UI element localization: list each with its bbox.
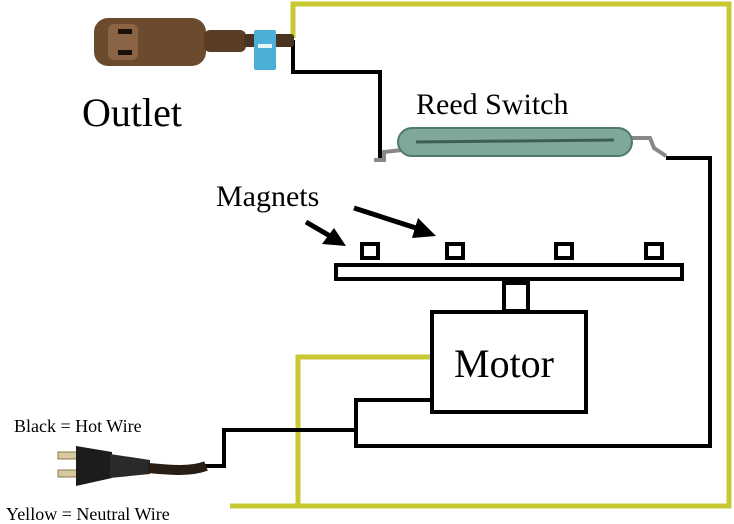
hot-wire-outlet-to-switch: [291, 40, 382, 160]
motor-shaft: [502, 281, 530, 313]
reed-switch-contacts: [415, 138, 615, 144]
reed-switch-right-lead: [628, 136, 668, 158]
plug-body: [76, 446, 112, 486]
plug-strain-relief: [110, 454, 150, 478]
magnet-3: [554, 242, 574, 260]
reed-switch-left-lead: [374, 148, 403, 162]
arrow-left-shaft: [304, 219, 332, 239]
arrow-right-head: [412, 218, 436, 238]
black-wire-legend: Black = Hot Wire: [14, 416, 142, 436]
reed-switch-label: Reed Switch: [416, 88, 568, 121]
arrow-right-shaft: [353, 205, 417, 231]
plug-prong-top: [57, 451, 79, 460]
hot-wire-plug-lead: [205, 428, 356, 468]
motor-box: [430, 310, 588, 414]
neutral-wire-motor-lead: [295, 354, 432, 506]
magnet-1: [360, 242, 380, 260]
outlet-strain-relief: [204, 30, 246, 52]
yellow-wire-legend: Yellow = Neutral Wire: [6, 504, 170, 524]
motor-label: Motor: [454, 341, 554, 386]
hot-wire-switch-to-return: [354, 156, 712, 448]
outlet-slot-top: [118, 29, 132, 34]
rotor-bar: [334, 263, 684, 281]
cord-tag-stripe: [258, 44, 272, 48]
outlet-slot-bottom: [118, 50, 132, 55]
neutral-wire-outer-loop: [230, 1, 732, 509]
magnet-2: [445, 242, 465, 260]
plug: [57, 446, 208, 486]
plug-prong-bottom: [57, 469, 79, 478]
plug-cord: [147, 461, 208, 475]
outlet-label: Outlet: [82, 90, 182, 135]
neutral-wire: [230, 1, 732, 509]
magnet-bar: [334, 242, 684, 313]
outlet: [94, 18, 294, 70]
hot-wire: [205, 40, 712, 468]
magnet-4: [644, 242, 664, 260]
reed-switch: [374, 127, 668, 162]
magnet-arrows: [304, 205, 436, 246]
cord-tag: [254, 30, 276, 70]
arrow-left-head: [322, 228, 346, 246]
magnets-label: Magnets: [216, 180, 319, 213]
